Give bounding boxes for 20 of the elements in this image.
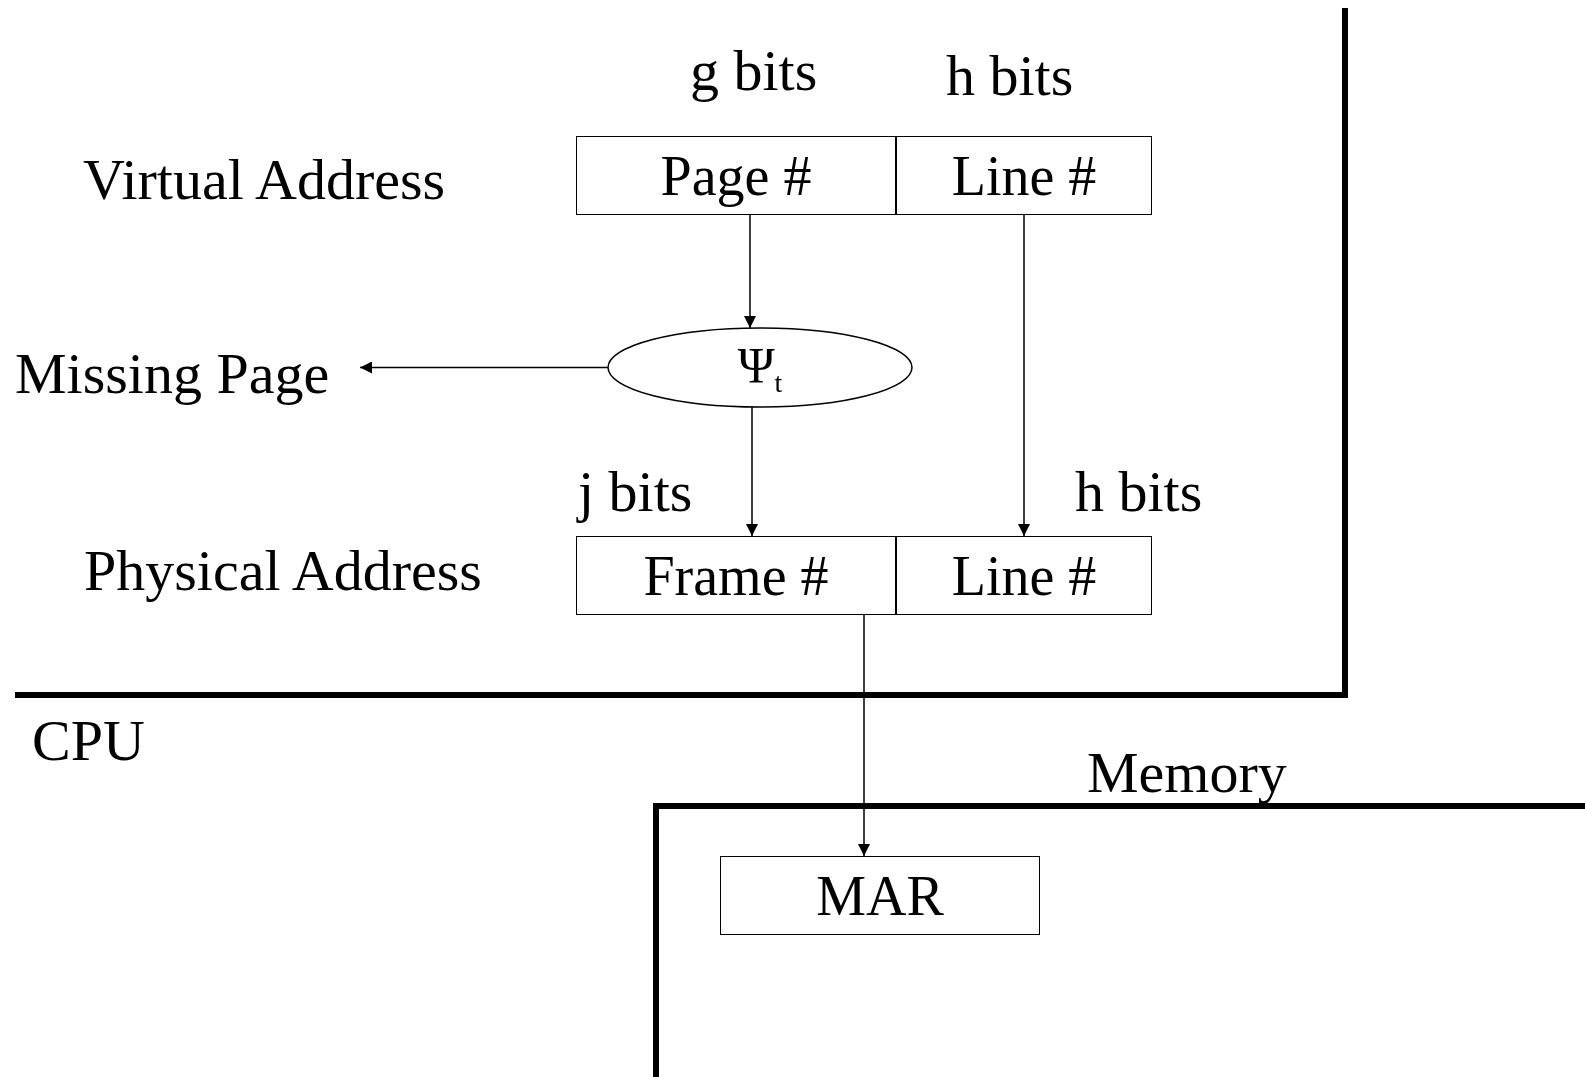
- arrow: [858, 614, 870, 857]
- arrow: [359, 361, 609, 374]
- text-label: CPU: [32, 712, 145, 770]
- process-ellipse: Ψ$_{t}$: [608, 328, 912, 407]
- arrow: [1018, 214, 1030, 537]
- text-label: Memory: [1087, 744, 1287, 802]
- register-field: Line #: [896, 136, 1152, 215]
- register-field: MAR: [720, 856, 1040, 935]
- register-field: Line #: [896, 536, 1152, 615]
- text-label: g bits: [690, 42, 818, 100]
- arrow: [744, 214, 756, 329]
- register-field: Frame #: [576, 536, 896, 615]
- text-label: h bits: [946, 47, 1074, 105]
- output-label: Missing Page: [15, 345, 330, 403]
- arrow: [746, 406, 758, 537]
- text-label: h bits: [1075, 463, 1203, 521]
- text-label: j bits: [578, 463, 693, 521]
- text-label: Physical Address: [84, 542, 482, 600]
- register-field: Page #: [576, 136, 896, 215]
- text-label: Virtual Address: [83, 151, 446, 209]
